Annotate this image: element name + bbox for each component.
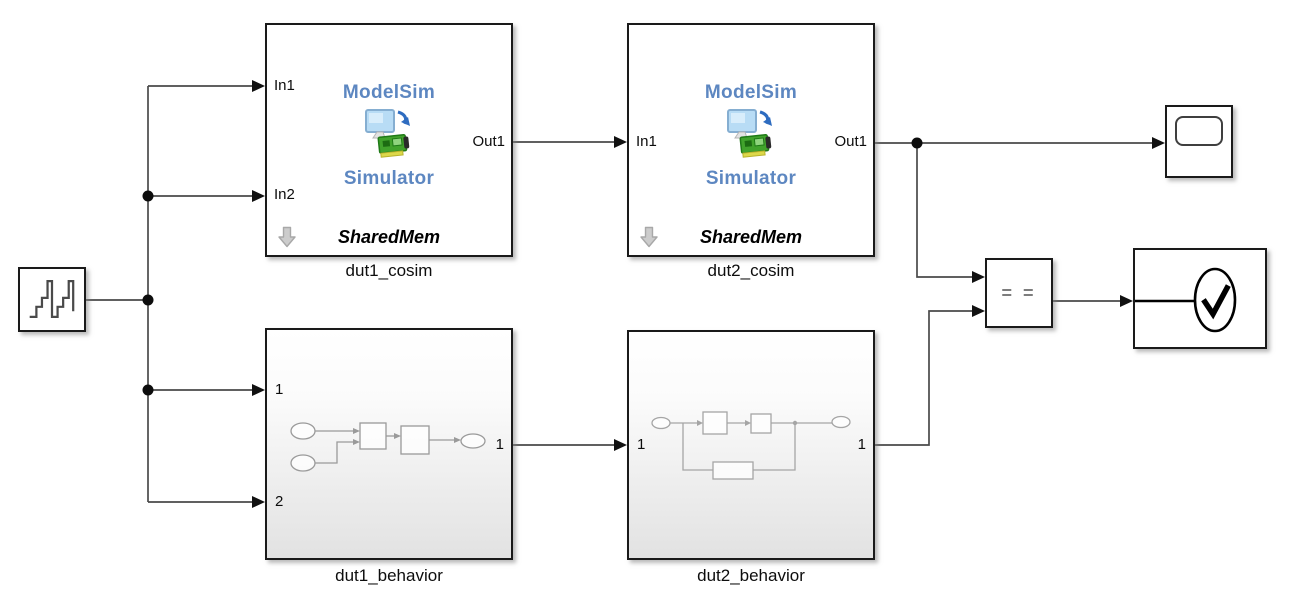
modelsim-hdl-cosimulation-icon — [365, 109, 410, 158]
modelsim-title: ModelSim — [342, 82, 436, 103]
arrowhead-icon — [252, 384, 265, 396]
arrowhead-icon — [614, 136, 627, 148]
port-label-in2: In2 — [274, 186, 295, 203]
arrowhead-icon — [972, 305, 985, 317]
port-label-2: 2 — [275, 493, 284, 510]
block-dut2-behavior[interactable]: 1 1 — [627, 330, 875, 560]
port-label-out1: 1 — [495, 436, 504, 453]
check-in-ellipse-icon — [1135, 267, 1237, 333]
gray-down-arrow-icon — [278, 226, 296, 248]
modelsim-title: ModelSim — [704, 82, 798, 103]
modelsim-branding: ModelSim Simulator — [267, 81, 511, 190]
simulator-subtitle: Simulator — [705, 168, 797, 189]
wire-behavior2-to-equality[interactable] — [875, 310, 973, 446]
gray-down-arrow-icon — [640, 226, 658, 248]
equality-operator-text: = = — [1001, 283, 1037, 303]
arrowhead-icon — [614, 439, 627, 451]
staircase-signal-icon — [29, 280, 75, 318]
branch-dot — [142, 384, 154, 396]
wire-source-branch-trunk[interactable] — [86, 85, 253, 503]
block-dut1-cosim[interactable]: In1 In2 Out1 ModelSim Simulator — [265, 23, 513, 257]
branch-dot — [142, 190, 154, 202]
port-label-in1: In1 — [274, 77, 295, 94]
arrowhead-icon — [1152, 137, 1165, 149]
port-label-out1: 1 — [857, 436, 866, 453]
arrowhead-icon — [252, 496, 265, 508]
block-dut1-behavior[interactable]: 1 2 1 — [265, 328, 513, 560]
port-label-out1: Out1 — [472, 133, 505, 150]
block-equality-operator[interactable]: = = — [985, 258, 1053, 328]
block-name-dut1-behavior[interactable]: dut1_behavior — [335, 566, 443, 585]
modelsim-hdl-cosimulation-icon — [727, 109, 772, 158]
branch-dot — [911, 137, 923, 149]
block-assertion[interactable] — [1133, 248, 1267, 349]
arrowhead-icon — [252, 80, 265, 92]
block-name-dut2-cosim[interactable]: dut2_cosim — [707, 261, 795, 280]
arrowhead-icon — [972, 271, 985, 283]
block-dut2-cosim[interactable]: In1 Out1 ModelSim Simulator — [627, 23, 875, 257]
subsystem-thumbnail-icon — [651, 411, 851, 480]
port-label-out1: Out1 — [834, 133, 867, 150]
wire-arrowheads — [252, 80, 1165, 508]
branch-dot — [142, 294, 154, 306]
subsystem-thumbnail-icon — [290, 422, 486, 472]
arrowhead-icon — [252, 190, 265, 202]
port-label-1: 1 — [637, 436, 646, 453]
port-label-in1: In1 — [636, 133, 657, 150]
block-name-dut2-behavior[interactable]: dut2_behavior — [697, 566, 805, 585]
sharedmem-tag: SharedMem — [699, 227, 803, 247]
scope-screen-icon — [1175, 116, 1223, 146]
wire-cosim2-to-equality[interactable] — [916, 143, 973, 278]
arrowhead-icon — [1120, 295, 1133, 307]
simulator-subtitle: Simulator — [343, 168, 435, 189]
branch-dots — [142, 137, 923, 396]
block-name-dut1-cosim[interactable]: dut1_cosim — [345, 261, 433, 280]
block-scope[interactable] — [1165, 105, 1233, 178]
signal-source-block[interactable] — [18, 267, 86, 332]
port-label-1: 1 — [275, 381, 284, 398]
modelsim-branding: ModelSim Simulator — [629, 81, 873, 190]
sharedmem-tag: SharedMem — [337, 227, 441, 247]
